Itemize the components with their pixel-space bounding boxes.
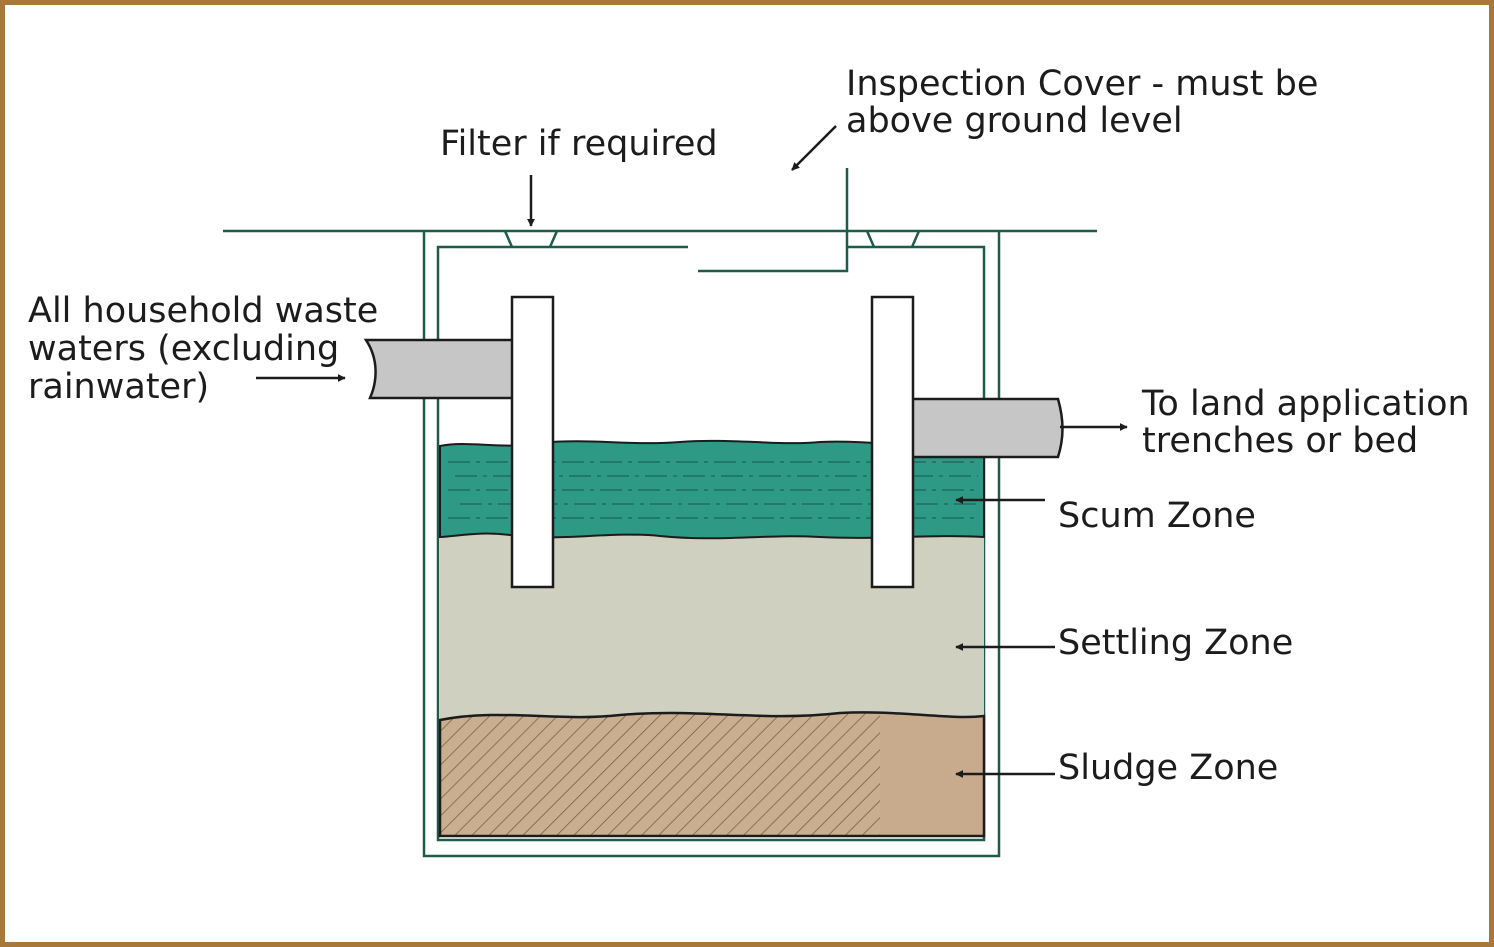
scum-zone	[439, 439, 985, 540]
inlet-label: All household waste waters (excluding ra…	[28, 291, 389, 407]
outlet-label: To land application trenches or bed	[1141, 384, 1481, 461]
inspection-cover-label: Inspection Cover - must be above ground …	[846, 64, 1330, 141]
inlet-label-line3: rainwater)	[28, 367, 209, 407]
sludge-outline	[438, 711, 986, 838]
inlet-label-line1: All household waste	[28, 291, 378, 331]
scum-zone-label: Scum Zone	[1058, 496, 1256, 536]
filter-label: Filter if required	[440, 124, 718, 164]
outlet-label-line1: To land application	[1141, 384, 1470, 424]
inspection-cover-label-line1: Inspection Cover - must be	[846, 64, 1318, 104]
inlet-baffle	[510, 295, 555, 589]
filter-vent-right	[865, 230, 921, 248]
inspection-cover	[698, 168, 849, 273]
settling-zone	[440, 532, 984, 720]
settling-zone-label: Settling Zone	[1058, 623, 1293, 663]
outlet-baffle	[870, 295, 915, 589]
inlet-label-line2: waters (excluding	[28, 329, 339, 369]
outlet-label-line2: trenches or bed	[1142, 421, 1418, 461]
inspection-cover-arrow	[791, 125, 837, 171]
inlet-pipe	[363, 338, 537, 400]
outlet-pipe	[890, 397, 1064, 459]
sludge-zone-label: Sludge Zone	[1058, 748, 1278, 788]
tank-inner-wall	[436, 245, 986, 842]
filter-vent-left	[503, 230, 559, 248]
sludge-hatch	[440, 712, 880, 836]
inspection-cover-label-line2: above ground level	[846, 101, 1183, 141]
tank-outer-wall	[422, 231, 1001, 858]
